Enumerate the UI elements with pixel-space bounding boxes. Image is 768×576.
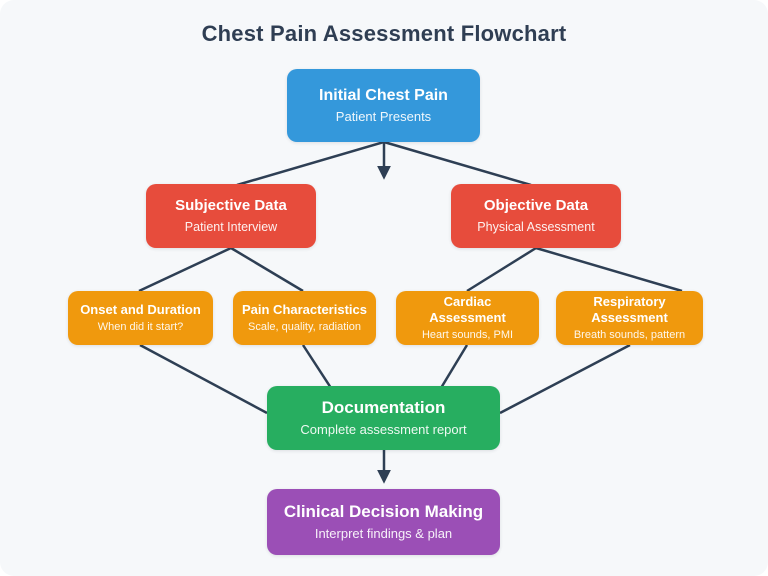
node-objective-data: Objective Data Physical Assessment	[451, 184, 621, 248]
node-label: Respiratory Assessment	[591, 293, 668, 325]
edge-objective-respiratory	[535, 246, 683, 293]
node-onset-and-duration: Onset and Duration When did it start?	[68, 291, 213, 345]
node-sublabel: Interpret findings & plan	[314, 525, 453, 541]
node-label: Cardiac Assessment	[429, 293, 506, 325]
node-label: Initial Chest Pain	[319, 86, 448, 104]
node-sublabel: Physical Assessment	[477, 219, 595, 234]
edge-initial-objective	[383, 140, 532, 187]
node-sublabel: Patient Presents	[335, 108, 432, 124]
node-sublabel: When did it start?	[97, 320, 184, 333]
node-label: Documentation	[321, 398, 446, 418]
page-title: Chest Pain Assessment Flowchart	[201, 21, 567, 46]
node-label: Subjective Data	[175, 197, 287, 214]
node-label: Onset and Duration	[80, 301, 201, 317]
node-label: Pain Characteristics	[241, 301, 367, 317]
edge-pain-documentation	[301, 344, 333, 389]
node-sublabel: Heart sounds, PMI	[421, 329, 514, 342]
node-clinical-decision-making: Clinical Decision Making Interpret findi…	[267, 489, 500, 555]
node-initial-chest-pain: Initial Chest Pain Patient Presents	[287, 69, 480, 142]
node-sublabel: Scale, quality, radiation	[248, 320, 361, 333]
node-subjective-data: Subjective Data Patient Interview	[146, 184, 316, 248]
node-label: Objective Data	[483, 197, 589, 214]
edge-initial-subjective	[236, 140, 385, 187]
node-label: Clinical Decision Making	[283, 502, 484, 522]
edge-objective-cardiac	[466, 246, 537, 293]
node-cardiac-assessment: Cardiac Assessment Heart sounds, PMI	[396, 291, 539, 345]
edge-respiratory-documentation	[499, 343, 631, 415]
node-sublabel: Patient Interview	[184, 219, 278, 234]
node-respiratory-assessment: Respiratory Assessment Breath sounds, pa…	[556, 291, 703, 345]
edge-cardiac-documentation	[439, 344, 469, 389]
edge-subjective-pain	[230, 246, 304, 293]
node-pain-characteristics: Pain Characteristics Scale, quality, rad…	[233, 291, 376, 345]
node-sublabel: Complete assessment report	[300, 421, 467, 437]
edge-onset-documentation	[139, 343, 268, 415]
node-sublabel: Breath sounds, pattern	[573, 329, 686, 342]
edge-subjective-onset	[138, 246, 232, 293]
node-documentation: Documentation Complete assessment report	[267, 386, 500, 450]
